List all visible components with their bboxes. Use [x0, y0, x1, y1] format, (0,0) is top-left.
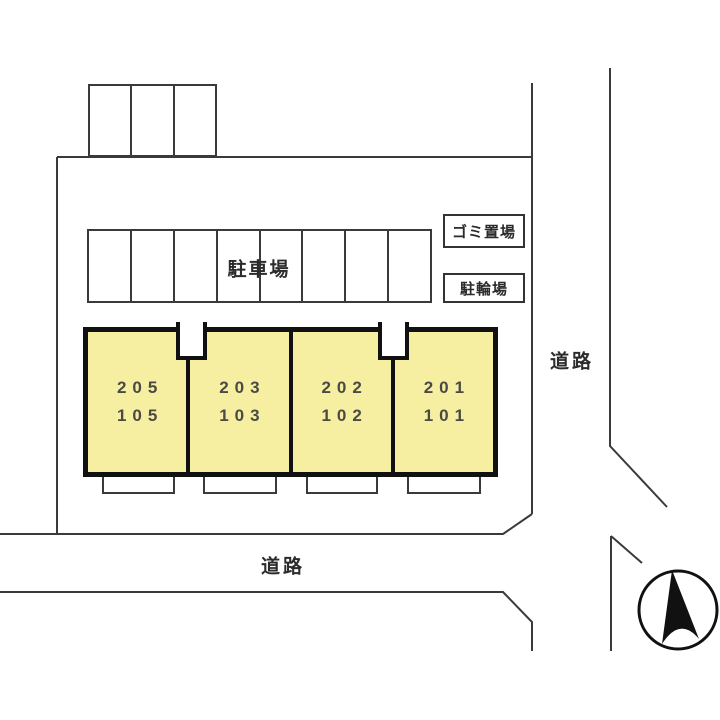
north-stall-block [88, 84, 217, 157]
parking-stall [303, 231, 347, 301]
parking-stall [89, 231, 132, 301]
unit-number-lower: 101 [423, 406, 471, 425]
north-stall [90, 86, 133, 155]
unit-number-upper: 205 [116, 378, 164, 397]
unit-number-lower: 105 [116, 406, 164, 425]
entrance-notch [176, 322, 207, 360]
parking-stall [261, 231, 304, 301]
entrance-porch [102, 475, 175, 494]
bicycle-area-label: 駐輪場 [459, 280, 508, 298]
apartment-building: 205 105 203 103 202 102 201 101 [83, 327, 498, 477]
compass-needle [662, 570, 699, 644]
unit-number-upper: 202 [321, 378, 368, 397]
unit-number-upper: 201 [423, 378, 471, 397]
parking-stall [218, 231, 261, 301]
road-right-outer-line [609, 68, 668, 508]
garbage-area-sign: ゴミ置場 [443, 214, 525, 248]
unit-number-upper: 203 [219, 378, 266, 397]
entrance-porch [203, 475, 277, 494]
road-label-bottom: 道路 [260, 556, 306, 578]
parking-stall [132, 231, 175, 301]
entrance-porch [306, 475, 378, 494]
unit-number-lower: 102 [321, 406, 368, 425]
bicycle-area-sign: 駐輪場 [443, 273, 525, 303]
entrance-notch [378, 322, 409, 360]
unit-201-101: 201 101 [395, 332, 493, 472]
compass-north-icon [637, 569, 719, 651]
road-corner-diagonal [610, 535, 643, 564]
unit-number-lower: 103 [219, 406, 266, 425]
parking-stall [346, 231, 390, 301]
north-stall [132, 86, 175, 155]
unit-205-105: 205 105 [88, 332, 191, 472]
parking-stall [389, 231, 430, 301]
entrance-porch [407, 475, 481, 494]
garbage-area-label: ゴミ置場 [451, 223, 516, 241]
boundary-bottom-line [0, 513, 533, 535]
parking-lot [87, 229, 432, 303]
parking-stall [175, 231, 218, 301]
unit-202-102: 202 102 [293, 332, 395, 472]
parking-lot-label: 駐車場 [227, 259, 291, 281]
compass-circle [637, 569, 719, 651]
road-label-right: 道路 [549, 351, 595, 373]
north-stall [175, 86, 215, 155]
unit-203-103: 203 103 [190, 332, 293, 472]
road-bottom-outer-line [0, 591, 533, 651]
